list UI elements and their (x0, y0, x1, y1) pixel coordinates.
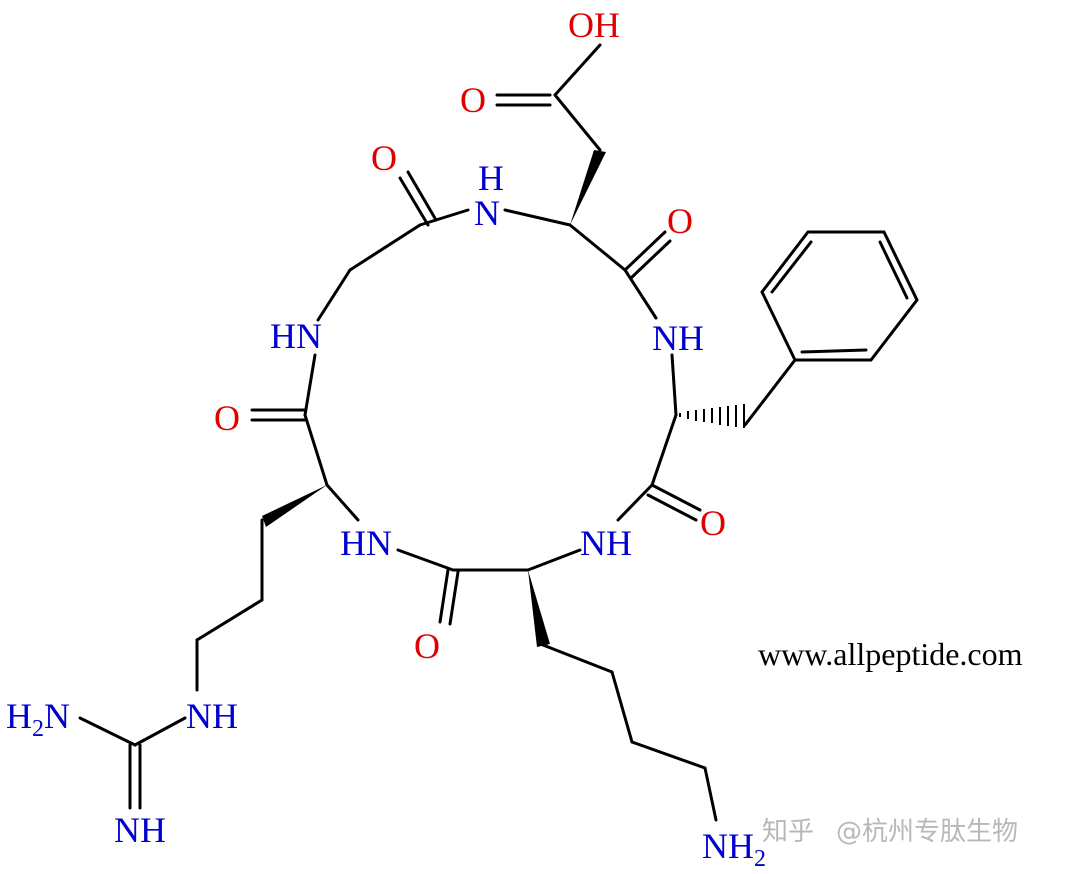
watermark-platform: 知乎 (762, 817, 814, 847)
watermark-author: @杭州专肽生物 (836, 817, 1018, 847)
label-guanidine-nh: NH (186, 696, 238, 736)
stereo-hash (679, 404, 745, 428)
label-lys-nh2: NH2 (702, 826, 766, 872)
label-guanidine-h2n: H2N (6, 696, 70, 742)
label-o-lys: O (414, 626, 440, 666)
label-o-asp: O (667, 201, 693, 241)
label-o-arg: O (214, 398, 240, 438)
stereo-wedges (262, 150, 606, 647)
site-url-text: www.allpeptide.com (758, 636, 1023, 672)
atom-labels: OH O O H N O HN NH O O HN NH O H2N NH NH… (6, 5, 766, 872)
label-nh-phe: NH (652, 318, 704, 358)
label-o-gly: O (371, 138, 397, 178)
label-o-phe: O (700, 503, 726, 543)
label-nh-lys-backbone: NH (580, 523, 632, 563)
label-oh-top: OH (568, 5, 620, 45)
label-h-asp: H (478, 158, 504, 198)
label-hn-gly: HN (270, 316, 322, 356)
label-o-acid: O (460, 80, 486, 120)
bond-lines (78, 43, 919, 822)
label-guanidine-imine: NH (114, 810, 166, 850)
label-hn-arg: HN (340, 523, 392, 563)
label-n-asp: N (474, 193, 500, 233)
